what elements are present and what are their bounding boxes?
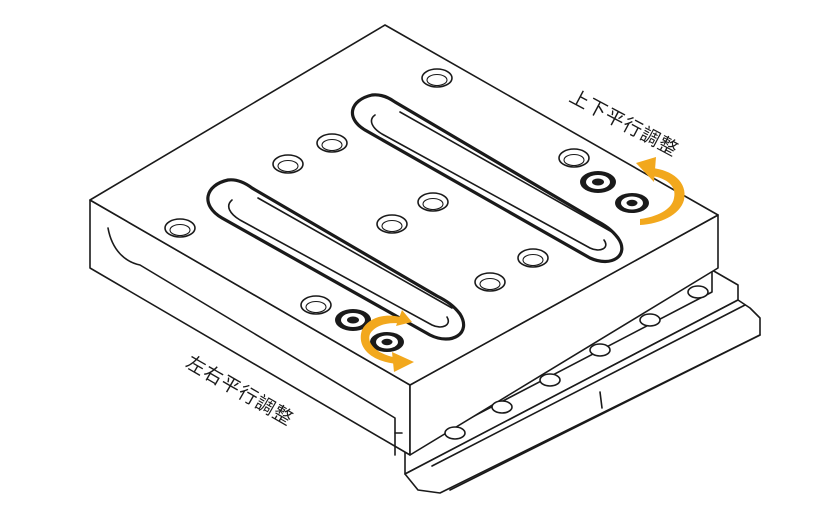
rail-holes xyxy=(444,285,709,440)
base-rail xyxy=(404,269,761,494)
hex-bolt-icon xyxy=(580,171,649,213)
rotate-arrow-icon xyxy=(636,157,685,225)
slot-upper xyxy=(350,93,624,264)
rotate-arrow-icon xyxy=(360,310,414,372)
plate-body xyxy=(89,24,719,456)
slot-lower xyxy=(206,178,466,341)
top-holes xyxy=(164,68,590,315)
hex-bolt-icon xyxy=(335,309,404,352)
